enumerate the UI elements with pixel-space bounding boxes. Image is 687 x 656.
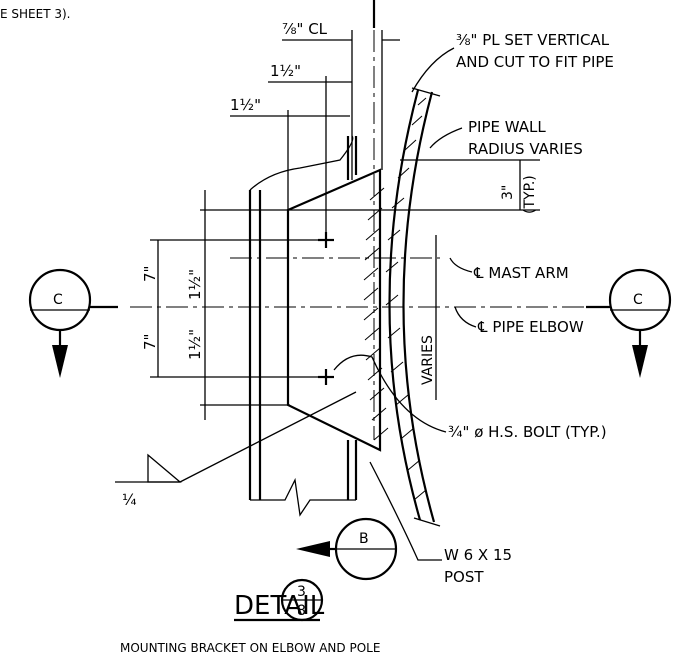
section-marker-left [28,268,118,378]
detail-sheet: 8 [297,603,306,619]
pipe-wall-note: PIPE WALL [468,118,546,136]
dim-1-5-left [230,110,350,210]
dim-cl-7-8 [282,30,400,180]
detail-bubble [280,578,324,622]
bolt-leader [333,354,447,433]
detail-title: DETAIL [234,591,325,621]
pipe-wall-leader [429,127,463,149]
bracket-plate [286,168,382,452]
dimension-7-bottom: 7" [141,334,159,350]
varies-label: VARIES [420,335,436,385]
plate-note: ⅜" PL SET VERTICAL [456,31,610,49]
pipe-wall-note-2: RADIUS VARIES [468,140,583,158]
post-note-2: POST [444,568,484,586]
pipe-wall [385,87,441,527]
dimension-3-typ: 3" [500,185,516,200]
sheet-reference-text: E SHEET 3). [0,7,70,21]
weld-size: ¼ [122,491,137,509]
detail-caption: MOUNTING BRACKET ON ELBOW AND POLE [120,641,380,655]
dim-1-5-top [268,76,352,232]
dimension-1-5-vert-bottom: 1½" [186,329,204,360]
dimension-3-typ-sub: (TYP.) [522,175,538,214]
section-marker-right [586,268,672,378]
plate-leader [411,47,455,93]
cl-dimension-label: ⅞" CL [282,20,328,38]
pipe-elbow-note: ℄ PIPE ELBOW [477,318,584,336]
dimension-1-5-top: 1½" [270,62,301,80]
post-note: W 6 X 15 [444,546,512,564]
bolt-note: ¾" ø H.S. BOLT (TYP.) [448,423,607,441]
dimension-1-5-vert-top: 1½" [186,269,204,300]
weld-symbol [115,391,357,483]
section-left-letter: C [53,292,63,308]
post-leader [369,461,442,561]
section-right-letter: C [633,292,643,308]
pipe-elbow-leader [454,306,477,328]
section-bottom-letter: B [359,531,369,547]
dim-typ-3 [380,159,540,211]
post-shape [248,135,358,517]
dim-left-vertical [150,190,380,420]
mast-arm-leader [449,257,473,273]
dimension-7-top: 7" [141,266,159,282]
dimension-1-5-left: 1½" [230,96,261,114]
detail-number: 3 [297,584,306,600]
weld-hatch [363,187,389,441]
plate-note-2: AND CUT TO FIT PIPE [456,53,614,71]
mast-arm-note: ℄ MAST ARM [473,264,569,282]
section-marker-bottom [296,517,398,581]
